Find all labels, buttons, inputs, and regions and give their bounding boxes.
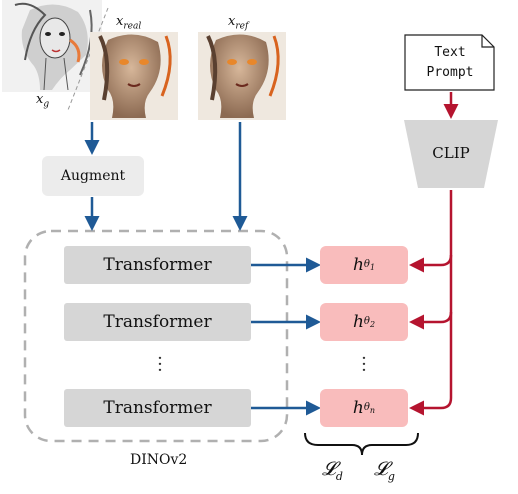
separator-line	[67, 7, 109, 111]
label-x-ref: xref	[228, 14, 249, 32]
dinov2-label: DINOv2	[130, 452, 188, 468]
text-prompt-line1: Text	[434, 45, 466, 60]
text-prompt-line2: Prompt	[426, 65, 474, 80]
arrow-clip-to-head1	[409, 254, 453, 273]
clip-label: CLIP	[432, 144, 470, 162]
dinov2-group	[23, 229, 289, 443]
real-image	[90, 32, 178, 120]
text-prompt: Text Prompt	[405, 38, 495, 88]
label-x-g: xg	[36, 92, 50, 110]
transformer-ellipsis: ···	[157, 348, 163, 381]
loss-d: 𝓛d	[322, 458, 343, 483]
loss-g: 𝓛g	[374, 458, 395, 483]
arrow-clip-to-head2	[409, 311, 453, 330]
augment-box: Augment	[42, 156, 144, 196]
label-x-real: xreal	[116, 14, 142, 32]
clip-shape	[404, 120, 498, 188]
reference-image	[198, 32, 286, 120]
head-ellipsis: ···	[361, 348, 367, 381]
transformer-block-2: Transformer	[64, 303, 251, 341]
arrow-clip-to-headn	[409, 190, 453, 416]
generated-image	[2, 0, 102, 92]
transformer-block-1: Transformer	[64, 246, 251, 284]
transformer-block-n: Transformer	[64, 389, 251, 427]
loss-brace	[304, 432, 419, 456]
text-prompt-shape	[404, 34, 495, 91]
